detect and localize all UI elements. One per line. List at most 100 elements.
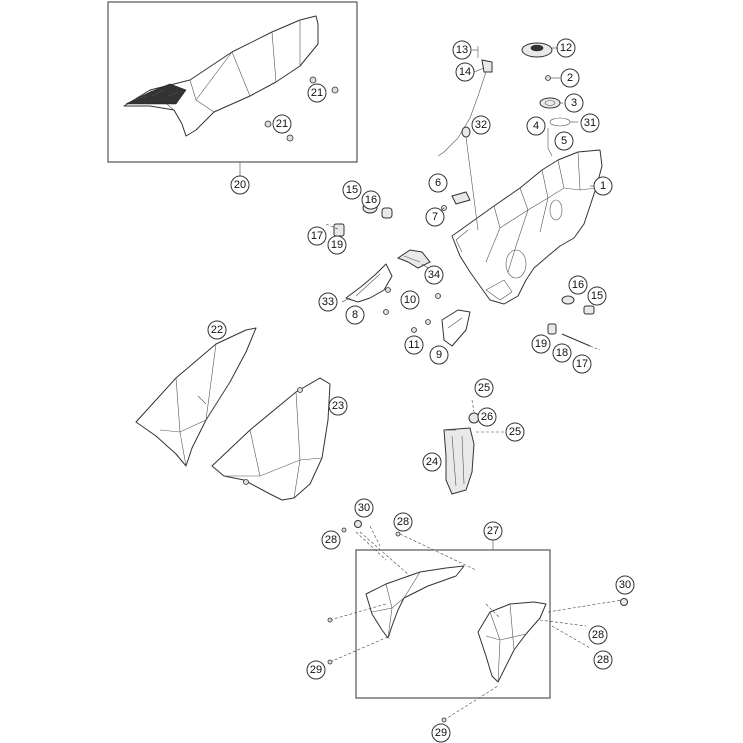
callout-label-28-right-upper: 28	[592, 629, 604, 641]
callout-17-right: 17	[572, 354, 592, 374]
callout-label-4: 4	[533, 120, 539, 132]
seal-ring-part-3[interactable]	[539, 97, 561, 109]
callout-28-right-lower: 28	[593, 650, 613, 670]
callout-23: 23	[328, 396, 348, 416]
nut-part-30-right[interactable]	[620, 598, 628, 606]
callout-label-31: 31	[584, 117, 596, 129]
nut-part-26[interactable]	[468, 412, 480, 424]
gasket-part-31[interactable]	[549, 117, 571, 127]
pin-part-18[interactable]	[561, 333, 591, 347]
filler-cap-part[interactable]	[521, 42, 553, 58]
callout-label-32: 32	[475, 119, 487, 131]
seat-screw-3[interactable]	[264, 120, 272, 128]
callout-label-30-right: 30	[619, 579, 631, 591]
callout-21-upper: 21	[307, 83, 327, 103]
screw-part-near-23[interactable]	[297, 387, 303, 393]
hose-part-5[interactable]	[547, 128, 553, 157]
callout-label-30-left: 30	[358, 502, 370, 514]
seat-screw-4[interactable]	[286, 134, 294, 142]
side-cover-part-23[interactable]	[211, 377, 331, 501]
small-part-2[interactable]	[545, 75, 551, 81]
bracket-part-6[interactable]	[451, 191, 471, 205]
callout-25-right: 25	[505, 422, 525, 442]
callout-18: 18	[552, 343, 572, 363]
seat-part[interactable]	[123, 15, 319, 137]
callout-22: 22	[207, 320, 227, 340]
side-cover-part-22[interactable]	[135, 327, 257, 467]
screw-part-17-left[interactable]	[325, 223, 341, 231]
callout-17-left: 17	[307, 226, 327, 246]
callout-label-29-left: 29	[310, 664, 322, 676]
screw-part-near-23b[interactable]	[243, 479, 249, 485]
callout-9: 9	[429, 345, 449, 365]
seat-screw-1[interactable]	[309, 76, 317, 84]
callout-10: 10	[400, 290, 420, 310]
side-panel-part-27-right[interactable]	[477, 601, 547, 683]
spacer-part-19-left[interactable]	[333, 223, 345, 237]
screw-part-28-top[interactable]	[395, 531, 401, 537]
callout-28-left: 28	[321, 530, 341, 550]
callout-label-6: 6	[435, 177, 441, 189]
callout-label-24: 24	[426, 456, 438, 468]
callout-label-34: 34	[428, 269, 440, 281]
screw-part-11[interactable]	[411, 319, 431, 333]
callout-32: 32	[471, 115, 491, 135]
callout-label-9: 9	[436, 349, 442, 361]
callout-label-21-lower: 21	[276, 118, 288, 130]
callout-label-15-left: 15	[346, 184, 358, 196]
protector-part-24[interactable]	[443, 427, 475, 495]
callout-26: 26	[477, 407, 497, 427]
screw-part-25-top[interactable]	[471, 399, 475, 413]
screw-part-29-left[interactable]	[327, 659, 333, 665]
callout-34: 34	[424, 265, 444, 285]
screw-part-28-left[interactable]	[341, 527, 347, 533]
screw-part-29-bottom[interactable]	[441, 717, 447, 723]
callout-3: 3	[564, 93, 584, 113]
callout-29-bottom: 29	[431, 723, 451, 743]
fuel-tank-part[interactable]	[451, 149, 603, 305]
callout-label-20: 20	[234, 179, 246, 191]
screw-part-near-9[interactable]	[435, 293, 441, 299]
callout-label-25-top: 25	[478, 382, 490, 394]
bracket-part-9[interactable]	[441, 309, 471, 347]
callout-label-19-left: 19	[331, 239, 343, 251]
bracket-part-34[interactable]	[396, 249, 431, 269]
callout-label-15-right: 15	[591, 290, 603, 302]
screw-part-29-left-upper[interactable]	[327, 617, 333, 623]
callout-label-5: 5	[561, 135, 567, 147]
bracket-part-8[interactable]	[345, 263, 393, 303]
bushing-part-16-right[interactable]	[561, 295, 575, 305]
callout-label-7: 7	[432, 211, 438, 223]
callout-label-2: 2	[567, 72, 573, 84]
callout-label-17-right: 17	[576, 358, 588, 370]
rubber-part-16-left[interactable]	[381, 207, 393, 219]
callout-28-right-upper: 28	[588, 625, 608, 645]
screw-part-17-right[interactable]	[589, 345, 601, 351]
callout-label-11: 11	[408, 339, 419, 351]
callout-28-top: 28	[393, 512, 413, 532]
callout-21-lower: 21	[272, 114, 292, 134]
spacer-part-19-right[interactable]	[547, 323, 557, 335]
hose-part-32[interactable]	[461, 126, 479, 231]
callout-label-28-left: 28	[325, 534, 337, 546]
callout-label-28-top: 28	[397, 516, 409, 528]
screw-part-10[interactable]	[383, 287, 391, 315]
callout-14: 14	[455, 62, 475, 82]
callout-label-21-upper: 21	[311, 87, 323, 99]
side-panel-part-27-left[interactable]	[365, 565, 465, 639]
callout-7: 7	[425, 207, 445, 227]
callout-label-1: 1	[600, 180, 606, 192]
callout-19-right: 19	[531, 334, 551, 354]
seat-screw-2[interactable]	[331, 86, 339, 94]
callout-15-right: 15	[587, 286, 607, 306]
callout-label-29-bottom: 29	[435, 727, 447, 739]
callout-label-25-right: 25	[509, 426, 521, 438]
callout-label-22: 22	[211, 324, 223, 336]
callout-4: 4	[526, 116, 546, 136]
callout-31: 31	[580, 113, 600, 133]
nut-part-30-left[interactable]	[354, 520, 362, 528]
callout-30-left: 30	[354, 498, 374, 518]
callout-11: 11	[404, 335, 424, 355]
rubber-part-15-right[interactable]	[583, 305, 595, 315]
callout-label-8: 8	[352, 309, 358, 321]
